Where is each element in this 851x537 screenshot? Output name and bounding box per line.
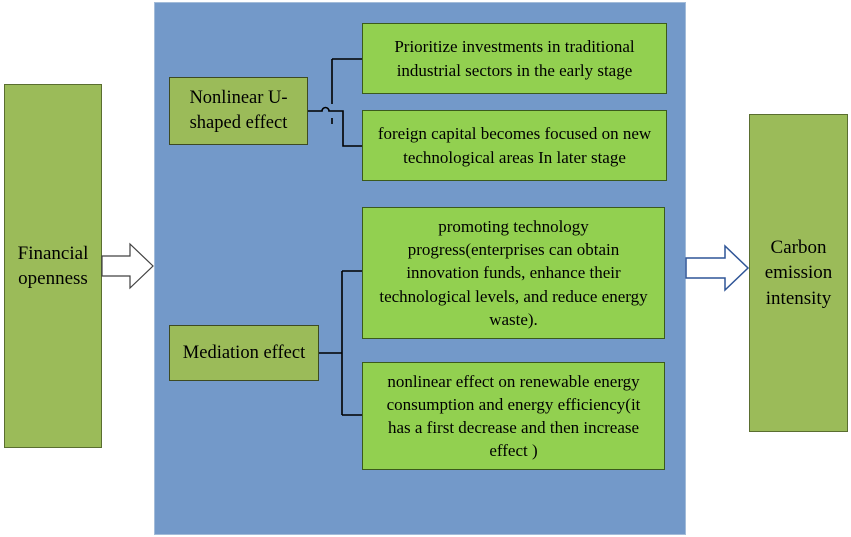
mediation-bracket <box>319 270 362 416</box>
carbon-emission-intensity-label: Carbon emission intensity <box>764 237 833 309</box>
nonlinear-bracket <box>308 58 362 147</box>
nonlinear-u-shaped-effect-label: Nonlinear U-shaped effect <box>189 88 288 133</box>
early-stage-investment-text: Prioritize investments in traditional in… <box>394 37 635 80</box>
later-stage-foreign-capital-box: foreign capital becomes focused on new t… <box>362 110 667 181</box>
technology-progress-text: promoting technology progress(enterprise… <box>379 217 648 329</box>
financial-openness-box: Financial openness <box>4 84 102 448</box>
carbon-emission-intensity-box: Carbon emission intensity <box>749 114 848 432</box>
mediation-effect-box: Mediation effect <box>169 325 319 381</box>
later-stage-foreign-capital-text: foreign capital becomes focused on new t… <box>377 124 652 167</box>
renewable-energy-effect-text: nonlinear effect on renewable energy con… <box>386 371 641 461</box>
renewable-energy-effect-box: nonlinear effect on renewable energy con… <box>362 362 665 470</box>
financial-openness-label: Financial openness <box>17 242 89 289</box>
technology-progress-box: promoting technology progress(enterprise… <box>362 207 665 339</box>
early-stage-investment-box: Prioritize investments in traditional in… <box>362 23 667 94</box>
output-arrow <box>685 244 750 292</box>
nonlinear-u-shaped-effect-box: Nonlinear U-shaped effect <box>169 77 308 145</box>
mediation-effect-label: Mediation effect <box>182 342 306 363</box>
input-arrow <box>101 242 154 290</box>
